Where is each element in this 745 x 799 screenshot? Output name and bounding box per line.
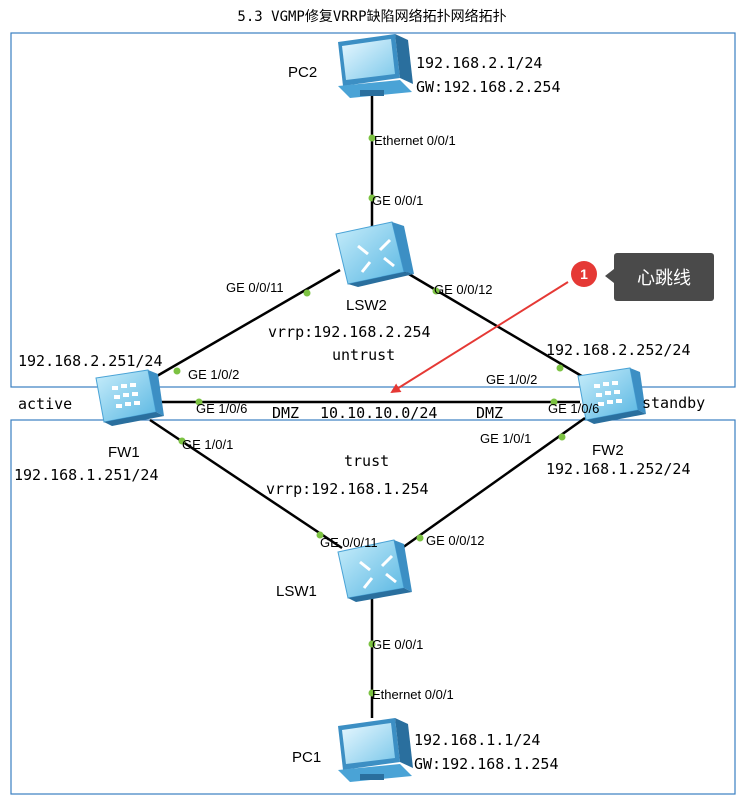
port-label-fw2-ge1: GE 1/0/1 — [480, 431, 531, 446]
pc1-icon — [338, 718, 413, 782]
port-dot — [550, 398, 558, 406]
port-label-lsw1-ge1: GE 0/0/1 — [372, 637, 423, 652]
port-label-fw1-ge2: GE 1/0/2 — [188, 367, 239, 382]
lsw2-device[interactable]: LSW2 — [335, 221, 414, 314]
diagram-title: 5.3 VGMP修复VRRP缺陷网络拓扑网络拓扑 — [237, 8, 506, 25]
port-dot — [432, 287, 440, 295]
fw1-firewall-icon — [95, 369, 164, 426]
lsw2-vrrp: vrrp:192.168.2.254 — [268, 323, 431, 341]
port-dot — [173, 367, 181, 375]
trust-zone-frame — [10, 419, 736, 795]
links — [149, 90, 586, 718]
fw1-ip-untrust: 192.168.2.251/24 — [18, 352, 163, 370]
heartbeat-network: 10.10.10.0/24 — [320, 404, 437, 422]
pc1-device[interactable]: PC1 — [292, 718, 413, 782]
port-label-fw1-ge6: GE 1/0/6 — [196, 401, 247, 416]
pc2-name: PC2 — [288, 64, 317, 81]
pc1-ip: 192.168.1.1/24 — [414, 731, 540, 749]
fw1-name: FW1 — [108, 444, 140, 461]
fw2-name: FW2 — [592, 442, 624, 459]
link-lsw2-fw2 — [401, 268, 586, 380]
callout-number: 1 — [580, 266, 588, 282]
untrust-zone-frame — [10, 32, 736, 388]
port-dot — [368, 640, 376, 648]
link-fw2-lsw1 — [401, 416, 586, 550]
fw2-firewall-icon — [577, 367, 646, 424]
port-dot — [416, 534, 424, 542]
port-dot — [178, 437, 186, 445]
fw2-role: standby — [642, 394, 705, 412]
port-dot — [195, 398, 203, 406]
dmz-left-label: DMZ — [272, 404, 299, 422]
lsw2-name: LSW2 — [346, 297, 387, 314]
link-lsw2-fw1 — [149, 268, 341, 382]
port-label-fw2-ge2: GE 1/0/2 — [486, 372, 537, 387]
callout-badge — [571, 261, 597, 287]
port-label-pc2-eth: Ethernet 0/0/1 — [374, 133, 456, 148]
port-label-lsw2-ge12: GE 0/0/12 — [434, 282, 493, 297]
lsw1-name: LSW1 — [276, 583, 317, 600]
pc2-icon — [338, 34, 413, 98]
heartbeat-callout[interactable]: 1 心跳线 — [571, 253, 714, 301]
port-dot — [368, 689, 376, 697]
fw2-ip-trust: 192.168.1.252/24 — [546, 460, 691, 478]
heartbeat-arrow — [390, 281, 569, 394]
pc2-device[interactable]: PC2 — [288, 34, 413, 98]
lsw1-vrrp: vrrp:192.168.1.254 — [266, 480, 429, 498]
lsw1-device[interactable]: LSW1 — [276, 539, 412, 602]
port-labels: Ethernet 0/0/1 GE 0/0/1 GE 0/0/11 GE 0/0… — [182, 133, 599, 702]
port-label-fw2-ge6: GE 1/0/6 — [548, 401, 599, 416]
pc1-gateway: GW:192.168.1.254 — [414, 755, 559, 773]
callout-bubble — [614, 253, 714, 301]
port-label-fw1-ge1: GE 1/0/1 — [182, 437, 233, 452]
pc2-gateway: GW:192.168.2.254 — [416, 78, 561, 96]
lsw2-switch-icon — [335, 221, 414, 287]
port-dot — [368, 134, 376, 142]
port-dot — [556, 364, 564, 372]
port-dot — [368, 194, 376, 202]
port-dots — [173, 134, 566, 697]
port-dot — [316, 531, 324, 539]
callout-text: 心跳线 — [637, 268, 691, 289]
lsw1-switch-icon — [337, 539, 412, 602]
port-dot — [558, 433, 566, 441]
port-dot — [303, 289, 311, 297]
trust-zone-label: trust — [344, 452, 389, 470]
port-label-lsw2-ge1: GE 0/0/1 — [372, 193, 423, 208]
fw2-device[interactable]: FW2 — [577, 367, 646, 459]
fw1-ip-trust: 192.168.1.251/24 — [14, 466, 159, 484]
fw1-role: active — [18, 395, 72, 413]
untrust-zone-label: untrust — [332, 346, 395, 364]
port-label-lsw1-ge11: GE 0/0/11 — [320, 535, 378, 550]
fw1-device[interactable]: FW1 — [95, 369, 164, 461]
port-label-pc1-eth: Ethernet 0/0/1 — [372, 687, 454, 702]
dmz-right-label: DMZ — [476, 404, 503, 422]
port-label-lsw1-ge12: GE 0/0/12 — [426, 533, 485, 548]
port-label-lsw2-ge11: GE 0/0/11 — [226, 280, 284, 295]
pc1-name: PC1 — [292, 749, 321, 766]
callout-pointer — [605, 269, 614, 283]
pc2-ip: 192.168.2.1/24 — [416, 54, 542, 72]
fw2-ip-untrust: 192.168.2.252/24 — [546, 341, 691, 359]
